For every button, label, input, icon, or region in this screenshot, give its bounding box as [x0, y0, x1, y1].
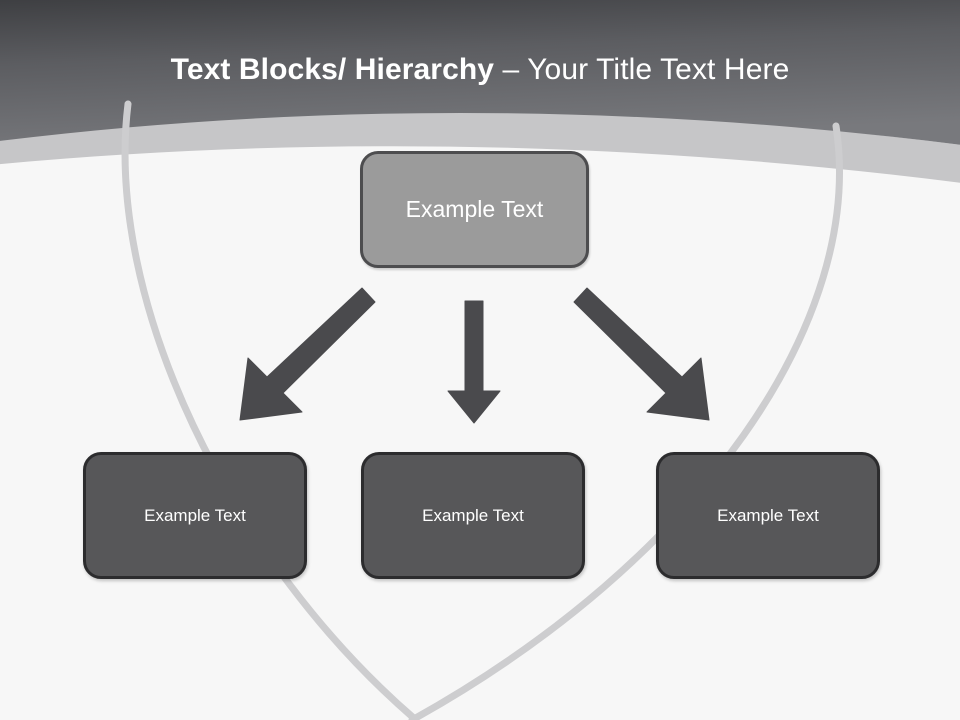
node-child-2-label: Example Text — [422, 505, 524, 525]
slide-title: Text Blocks/ Hierarchy – Your Title Text… — [0, 50, 960, 90]
arrow-down-right-icon — [573, 287, 710, 421]
arrow-down-icon — [447, 300, 501, 424]
slide-title-rest: – Your Title Text Here — [494, 53, 790, 86]
node-child-2[interactable]: Example Text — [361, 452, 585, 579]
node-child-3[interactable]: Example Text — [656, 452, 880, 579]
slide-title-strong: Text Blocks/ Hierarchy — [170, 53, 495, 86]
node-root[interactable]: Example Text — [360, 151, 589, 268]
node-child-3-label: Example Text — [717, 505, 819, 525]
node-child-1-label: Example Text — [144, 505, 246, 525]
node-child-1[interactable]: Example Text — [83, 452, 307, 579]
arrow-down-left-icon — [239, 287, 376, 421]
node-root-label: Example Text — [405, 196, 544, 222]
